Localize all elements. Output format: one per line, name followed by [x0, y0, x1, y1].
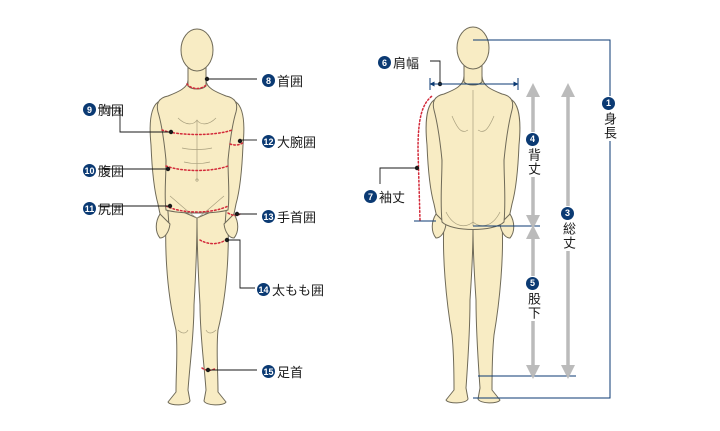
back-right-leg: [472, 221, 504, 404]
measurement-curves: [161, 83, 433, 371]
number-badge: 1: [602, 97, 615, 110]
label-text: 足首: [277, 366, 304, 381]
front-right-leg: [196, 204, 229, 406]
label-back-length: 4 背丈: [525, 132, 540, 177]
front-head: [180, 28, 214, 72]
number-badge: 8: [262, 74, 275, 87]
front-left-leg: [165, 204, 198, 406]
label-text: 総丈: [560, 222, 575, 250]
number-badge: 9: [83, 103, 96, 116]
label-height: 1 身長: [601, 96, 616, 141]
number-badge: 14: [257, 283, 270, 296]
label-inseam: 5 股下: [525, 276, 540, 321]
front-body-figure: [149, 28, 245, 406]
number-badge: 5: [526, 277, 539, 290]
label-text: 太もも囲: [272, 284, 325, 299]
label-text: 袖丈: [379, 191, 406, 206]
number-badge: 11: [83, 202, 96, 215]
back-head: [456, 26, 490, 70]
label-text: 肩幅: [393, 57, 420, 72]
back-body-details: [445, 90, 501, 227]
leader-lines: [98, 60, 441, 371]
label-shoulder-width: 6 肩幅: [378, 53, 419, 72]
label-text: 首囲: [277, 75, 304, 90]
label-wrist-circumference: 13 手首囲: [262, 207, 316, 226]
label-neck-circumference: 8 首囲: [262, 71, 303, 90]
label-text: 身長: [601, 112, 616, 140]
label-total-length: 3 総丈: [560, 206, 575, 251]
label-text: 尻囲: [98, 203, 125, 218]
upper-arm-curve: [229, 141, 245, 146]
label-ankle: 15 足首: [262, 362, 303, 381]
label-hip-circumference: 11 尻囲: [83, 199, 124, 218]
chest-curve: [161, 129, 233, 136]
number-badge: 3: [561, 207, 574, 220]
label-sleeve-length: 7 袖丈: [364, 187, 405, 206]
label-chest-circumference: 9 胸囲: [83, 100, 124, 119]
number-badge: 13: [262, 210, 275, 223]
number-badge: 4: [526, 133, 539, 146]
label-text: 手首囲: [277, 211, 317, 226]
number-badge: 12: [262, 135, 275, 148]
front-right-hand: [223, 213, 239, 239]
sleeve-curve: [417, 95, 433, 221]
number-badge: 10: [83, 164, 96, 177]
label-text: 背丈: [525, 148, 540, 176]
number-badge: 7: [364, 190, 377, 203]
label-text: 股下: [525, 292, 540, 320]
label-upper-arm-circumference: 12 大腕囲: [262, 132, 316, 151]
number-badge: 6: [378, 56, 391, 69]
front-left-hand: [155, 213, 171, 239]
label-text: 腹囲: [98, 165, 125, 180]
neck-curve: [186, 83, 208, 90]
height-bracket: [473, 39, 611, 399]
number-badge: 15: [262, 365, 275, 378]
label-thigh-circumference: 14 太もも囲: [257, 280, 324, 299]
back-left-leg: [442, 221, 474, 404]
label-text: 大腕囲: [277, 136, 317, 151]
back-left-hand: [431, 213, 447, 239]
label-waist-circumference: 10 腹囲: [83, 161, 124, 180]
label-text: 胸囲: [98, 104, 125, 119]
waist-curve: [165, 165, 229, 172]
